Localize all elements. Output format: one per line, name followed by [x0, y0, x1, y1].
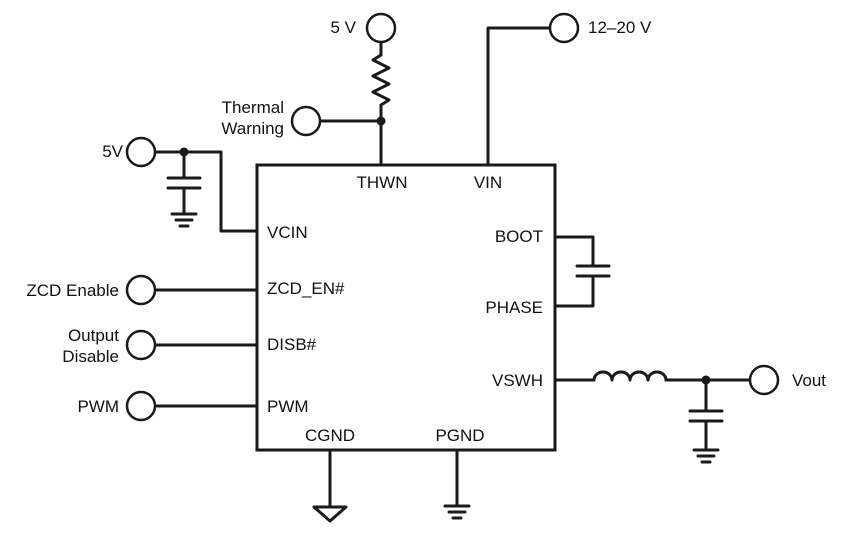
pin-label-thwn: THWN	[357, 173, 408, 192]
terminal-zcd-enable	[125, 274, 157, 306]
terminal-pwm	[125, 390, 157, 422]
pin-label-pwm: PWM	[267, 397, 309, 416]
vin-wire	[486, 26, 552, 167]
pull-up-resistor	[371, 53, 391, 107]
terminal-5v-left	[125, 136, 157, 168]
bootstrap-capacitor-net	[553, 235, 611, 308]
label-5v-top: 5 V	[330, 18, 356, 37]
terminal-thermal-warning	[290, 105, 322, 137]
pin-label-pgnd: PGND	[435, 426, 484, 445]
chassis-ground-symbol	[312, 505, 348, 523]
label-output-line1: Output	[68, 326, 119, 345]
pin-label-vin: VIN	[474, 173, 502, 192]
pin-label-boot: BOOT	[495, 227, 543, 246]
label-zcd-enable: ZCD Enable	[26, 281, 119, 300]
pin-label-vcin: VCIN	[267, 223, 308, 242]
terminal-vout	[748, 364, 780, 396]
cgnd-net	[312, 448, 348, 523]
label-output-line2: Disable	[62, 347, 119, 366]
thwn-net	[319, 41, 391, 167]
pin-label-zcd-en: ZCD_EN#	[267, 279, 345, 298]
pgnd-net	[443, 448, 471, 520]
pin-label-phase: PHASE	[485, 298, 543, 317]
terminal-output-disable	[125, 329, 157, 361]
vcin-net	[153, 147, 259, 233]
output-inductor	[592, 370, 668, 382]
output-filter-net	[553, 370, 752, 464]
label-5v-left: 5V	[102, 142, 123, 161]
label-vout: Vout	[792, 371, 826, 390]
terminal-vin-supply	[548, 12, 580, 44]
label-pwm-in: PWM	[77, 397, 119, 416]
label-thermal-line2: Warning	[221, 119, 284, 138]
pin-label-disb: DISB#	[267, 335, 317, 354]
pin-label-vswh: VSWH	[492, 371, 543, 390]
ic-package	[255, 163, 557, 452]
terminal-5v-top	[365, 12, 397, 44]
junction-dot	[376, 116, 386, 126]
label-thermal-line1: Thermal	[222, 98, 284, 117]
label-vin-supply: 12–20 V	[588, 18, 652, 37]
pin-label-cgnd: CGND	[305, 426, 355, 445]
